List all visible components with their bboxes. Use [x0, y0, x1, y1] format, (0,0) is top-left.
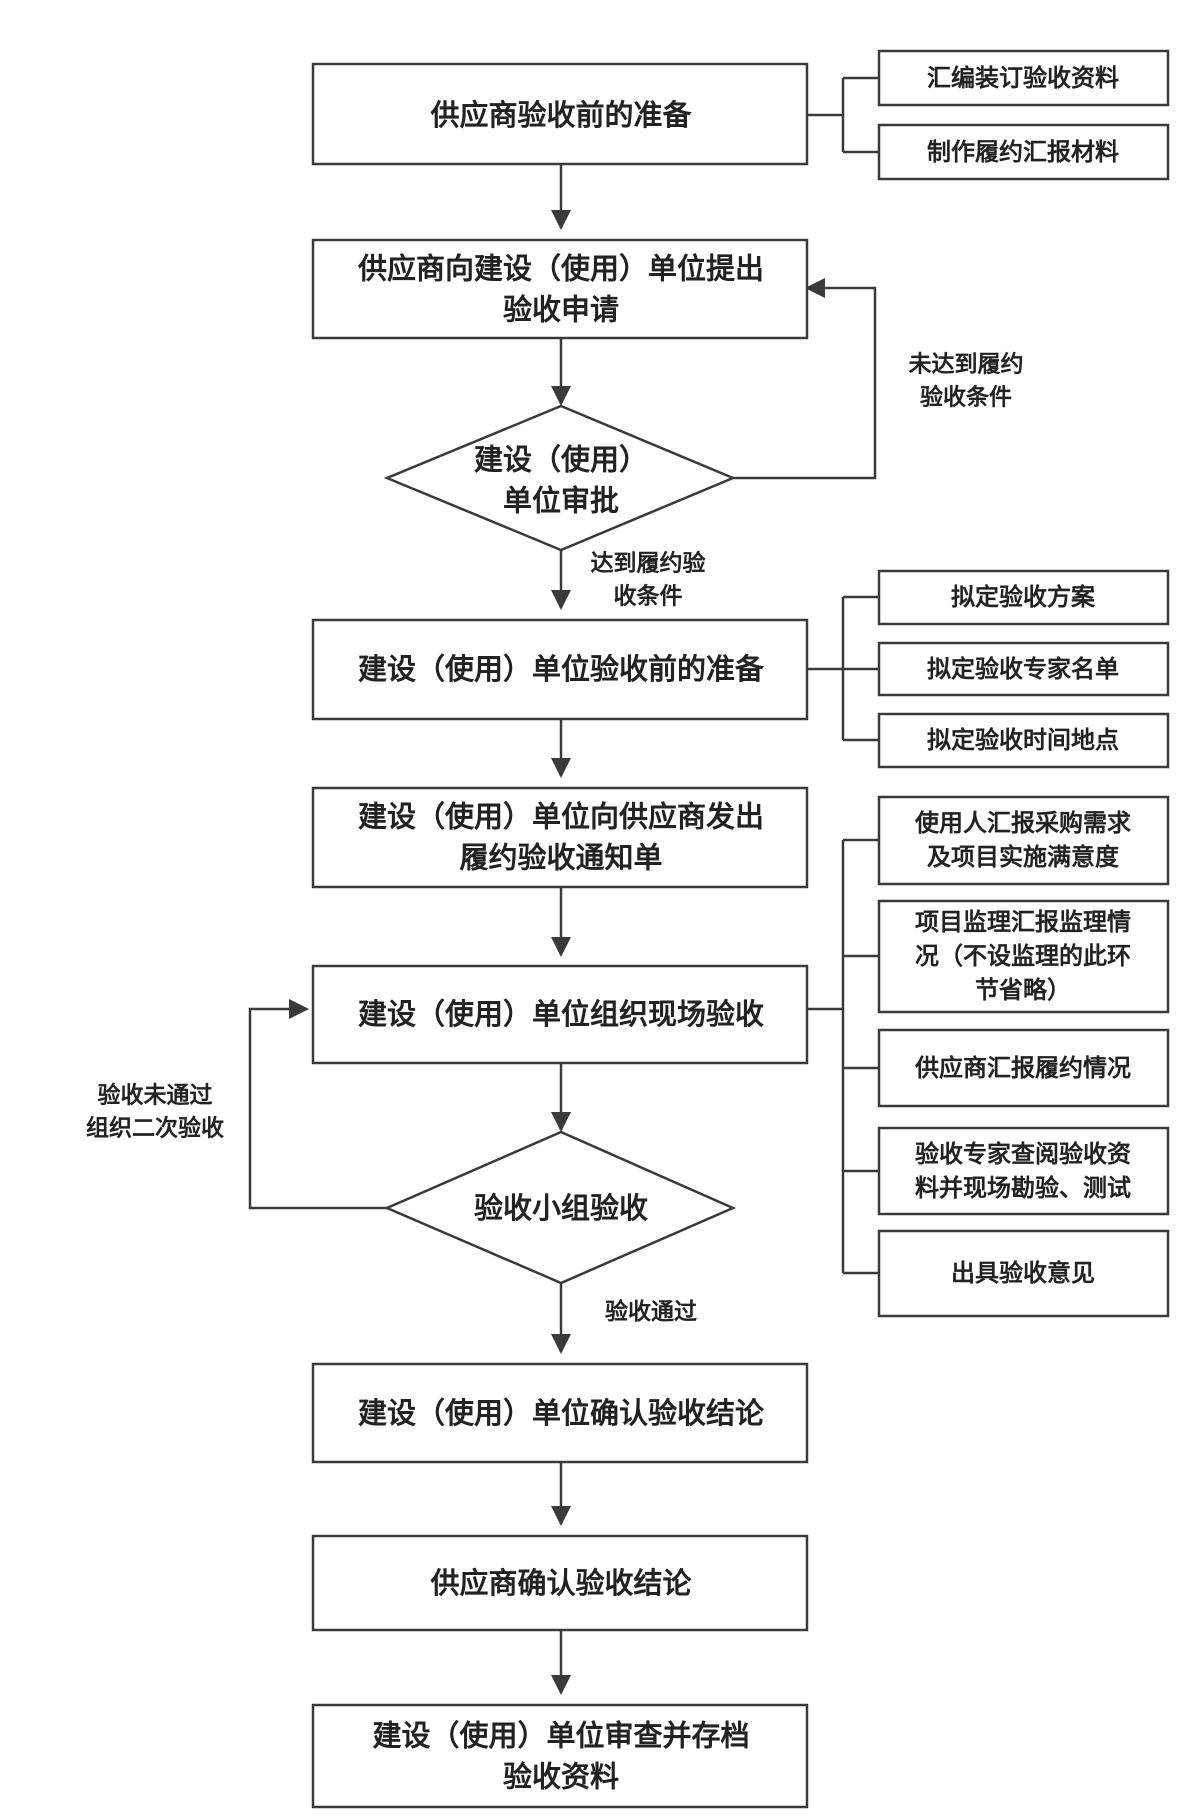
side-make-report-text-line: 制作履约汇报材料 — [927, 138, 1119, 166]
side-make-report: 制作履约汇报材料 — [877, 123, 1170, 181]
side-supervisor-report-text-line: 况（不设监理的此环 — [915, 942, 1131, 970]
side-user-report: 使用人汇报采购需求及项目实施满意度 — [877, 795, 1170, 886]
node-supplier-prep-text-line: 供应商验收前的准备 — [429, 98, 692, 132]
label-met: 达到履约验收条件 — [591, 550, 706, 610]
side-opinion-text-line: 出具验收意见 — [951, 1259, 1095, 1287]
node-group-check-text: 验收小组验收 — [474, 1191, 648, 1225]
side-expert-review-text-line: 验收专家查阅验收资 — [915, 1140, 1131, 1168]
node-approve-text: 建设（使用） 单位审批 — [474, 442, 648, 517]
node-unit-prep-text: 建设（使用）单位验收前的准备 — [358, 652, 765, 686]
side-supplier-report: 供应商汇报履约情况 — [877, 1028, 1170, 1108]
connectors — [248, 76, 879, 1695]
side-user-report-text: 使用人汇报采购需求及项目实施满意度 — [914, 809, 1131, 871]
node-notice-text-line: 履约验收通知单 — [459, 841, 662, 875]
node-apply-text-line: 验收申请 — [503, 293, 619, 327]
node-unit-confirm-text-line: 建设（使用）单位确认验收结论 — [358, 1396, 765, 1430]
label-passed: 验收通过 — [605, 1298, 697, 1325]
node-notice-text-line: 建设（使用）单位向供应商发出 — [358, 799, 764, 833]
side-user-report-text-line: 使用人汇报采购需求 — [914, 809, 1131, 837]
label-not-met: 未达到履约验收条件 — [909, 351, 1024, 411]
side-supervisor-report: 项目监理汇报监理情况（不设监理的此环节省略） — [877, 899, 1170, 1014]
side-time-place-text-line: 拟定验收时间地点 — [927, 726, 1119, 754]
node-apply: 供应商向建设（使用）单位提出验收申请 — [311, 238, 809, 340]
side-compile-docs: 汇编装订验收资料 — [877, 49, 1170, 107]
side-compile-docs-text: 汇编装订验收资料 — [927, 64, 1119, 92]
node-unit-prep: 建设（使用）单位验收前的准备 — [311, 618, 809, 721]
side-time-place: 拟定验收时间地点 — [877, 712, 1170, 769]
node-archive-text: 建设（使用）单位审查并存档验收资料 — [372, 1718, 749, 1793]
side-opinion-text: 出具验收意见 — [951, 1259, 1095, 1287]
side-user-report-text-line: 及项目实施满意度 — [927, 843, 1120, 871]
node-unit-confirm-text: 建设（使用）单位确认验收结论 — [358, 1396, 765, 1430]
side-supervisor-report-text: 项目监理汇报监理情况（不设监理的此环节省略） — [915, 908, 1131, 1004]
node-supplier-confirm-text: 供应商确认验收结论 — [429, 1566, 692, 1600]
side-supplier-report-text: 供应商汇报履约情况 — [914, 1054, 1131, 1082]
edge-labels: 未达到履约验收条件 达到履约验收条件 验收未通过组织二次验收 验收通过 — [86, 351, 1024, 1325]
label-not-met-line: 未达到履约 — [909, 351, 1024, 378]
node-onsite-text-line: 建设（使用）单位组织现场验收 — [358, 997, 764, 1031]
side-experts: 拟定验收专家名单 — [877, 641, 1170, 697]
side-plan-text: 拟定验收方案 — [951, 583, 1096, 611]
node-archive: 建设（使用）单位审查并存档验收资料 — [311, 1703, 809, 1809]
node-onsite: 建设（使用）单位组织现场验收 — [311, 964, 809, 1065]
node-group-check-text-line: 验收小组验收 — [474, 1191, 648, 1225]
side-experts-text-line: 拟定验收专家名单 — [927, 655, 1119, 683]
side-plan-text-line: 拟定验收方案 — [951, 583, 1096, 611]
node-supplier-prep-text: 供应商验收前的准备 — [429, 98, 692, 132]
label-met-line: 达到履约验 — [591, 550, 706, 577]
label-failed-line: 组织二次验收 — [86, 1114, 224, 1141]
side-plan: 拟定验收方案 — [877, 569, 1170, 626]
label-failed: 验收未通过组织二次验收 — [86, 1082, 224, 1142]
side-time-place-text: 拟定验收时间地点 — [927, 726, 1119, 754]
node-unit-confirm: 建设（使用）单位确认验收结论 — [311, 1362, 809, 1464]
node-supplier-confirm-text-line: 供应商确认验收结论 — [429, 1566, 692, 1600]
side-opinion: 出具验收意见 — [877, 1229, 1170, 1318]
node-notice-text: 建设（使用）单位向供应商发出履约验收通知单 — [358, 799, 764, 874]
side-expert-review-text: 验收专家查阅验收资料并现场勘验、测试 — [915, 1140, 1131, 1202]
label-not-met-line: 验收条件 — [920, 383, 1012, 410]
node-unit-prep-text-line: 建设（使用）单位验收前的准备 — [358, 652, 765, 686]
side-supplier-report-text-line: 供应商汇报履约情况 — [914, 1054, 1131, 1082]
label-passed-line: 验收通过 — [605, 1298, 697, 1325]
side-expert-review-text-line: 料并现场勘验、测试 — [915, 1174, 1131, 1202]
node-apply-text: 供应商向建设（使用）单位提出验收申请 — [357, 251, 764, 326]
node-onsite-text: 建设（使用）单位组织现场验收 — [358, 997, 764, 1031]
node-archive-text-line: 验收资料 — [503, 1760, 619, 1794]
node-supplier-prep: 供应商验收前的准备 — [311, 62, 809, 166]
main-flow: 供应商验收前的准备 供应商向建设（使用）单位提出验收申请 建设（使用）单位审批 … — [311, 62, 809, 1809]
side-experts-text: 拟定验收专家名单 — [927, 655, 1119, 683]
edge-not-met-loop — [733, 278, 877, 480]
side-make-report-text: 制作履约汇报材料 — [927, 138, 1119, 166]
node-group-check: 验收小组验收 — [383, 1130, 737, 1285]
side-compile-docs-text-line: 汇编装订验收资料 — [927, 64, 1119, 92]
side-expert-review: 验收专家查阅验收资料并现场勘验、测试 — [877, 1126, 1170, 1216]
node-approve: 建设（使用） 单位审批 — [383, 404, 737, 552]
node-apply-text-line: 供应商向建设（使用）单位提出 — [357, 251, 764, 285]
node-notice: 建设（使用）单位向供应商发出履约验收通知单 — [311, 786, 809, 889]
node-approve-text-line: 单位审批 — [503, 484, 619, 518]
node-archive-text-line: 建设（使用）单位审查并存档 — [372, 1718, 749, 1752]
edge-failed-loop — [248, 999, 387, 1210]
side-supervisor-report-text-line: 项目监理汇报监理情 — [915, 908, 1131, 936]
node-supplier-confirm: 供应商确认验收结论 — [311, 1534, 809, 1632]
label-met-line: 收条件 — [614, 582, 683, 609]
node-approve-text-line: 建设（使用） — [474, 442, 648, 476]
side-tasks: 汇编装订验收资料 制作履约汇报材料 拟定验收方案 拟定验收专家名单 拟定验收时间… — [877, 49, 1170, 1318]
label-failed-line: 验收未通过 — [98, 1082, 213, 1109]
side-supervisor-report-text-line: 节省略） — [975, 976, 1071, 1004]
